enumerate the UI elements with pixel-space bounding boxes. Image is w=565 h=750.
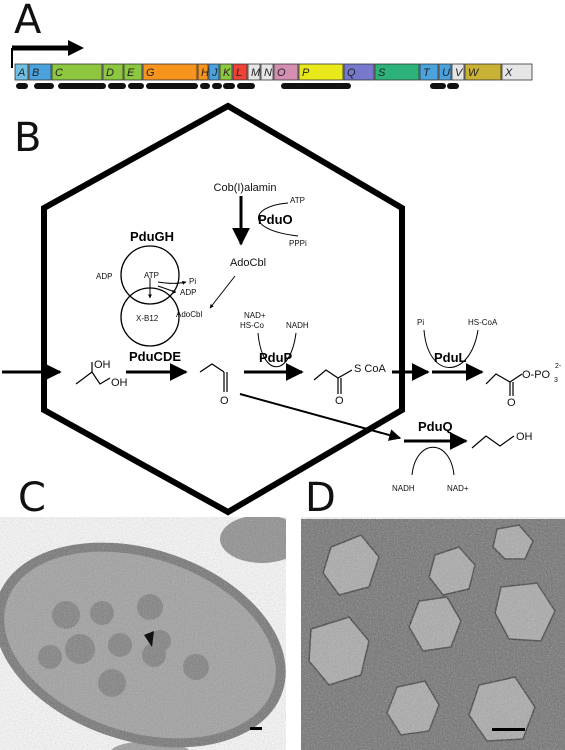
gene-label-n: N xyxy=(264,67,272,79)
gene-box-b xyxy=(28,63,52,81)
gene-box-l xyxy=(232,63,248,81)
gene-box-p xyxy=(298,63,344,81)
adocbl-label: AdoCbl xyxy=(230,257,266,269)
propionaldehyde-o: O xyxy=(220,395,229,407)
atp-cycle-label: ATP xyxy=(144,271,159,280)
pppi-label: PPPi xyxy=(289,239,307,248)
x-b12-label: X-B12 xyxy=(136,314,159,323)
gene-box-c xyxy=(51,63,103,81)
panel-label-d: D xyxy=(305,475,336,521)
promoter-arrow xyxy=(11,40,84,68)
panel-label-a: A xyxy=(14,0,42,43)
cob-i-alamin-label: Cob(I)alamin xyxy=(214,182,277,194)
gene-box-j xyxy=(208,63,220,81)
pi-label: Pi xyxy=(189,277,196,286)
s-coa-label: S CoA xyxy=(354,363,386,375)
gene-label-v: V xyxy=(455,67,464,79)
gene-box-x xyxy=(501,63,533,81)
pduq-reaction: PduQ NADH NAD+ OH xyxy=(239,393,533,493)
gene-label-x: X xyxy=(504,67,513,79)
gene-label-m: M xyxy=(251,67,261,79)
gene-box-k xyxy=(219,63,233,81)
gene-box-g xyxy=(142,63,198,81)
pdul-reaction: Pi HS-CoA PduL O O-PO 3 2- xyxy=(392,318,562,409)
nadh-q-label: NADH xyxy=(392,484,415,493)
propionyl-phosphate-o: O xyxy=(507,397,516,409)
pdugh-cycle: PduGH ADP ATP Pi ADP X-B12 AdoCbl xyxy=(96,229,202,347)
micrograph-d xyxy=(301,517,565,750)
gene-box-s xyxy=(374,63,420,81)
adocbl-cycle-label: AdoCbl xyxy=(176,310,202,319)
gene-label-q: Q xyxy=(347,67,356,79)
propanediol-oh-top: OH xyxy=(94,359,111,371)
gene-box-v xyxy=(451,63,465,81)
gene-label-b: B xyxy=(32,67,39,79)
hs-coa-label: HS-CoA xyxy=(468,318,498,327)
gene-label-j: J xyxy=(211,67,218,79)
gene-box-u xyxy=(438,63,452,81)
gene-label-l: L xyxy=(236,67,242,79)
nad-plus-label: NAD+ xyxy=(244,311,266,320)
gene-box-n xyxy=(260,63,274,81)
gene-label-c: C xyxy=(55,67,63,79)
atp-label: ATP xyxy=(290,196,305,205)
po3-subscript: 3 xyxy=(554,377,558,384)
nad-q-label: NAD+ xyxy=(447,484,469,493)
gene-label-g: G xyxy=(146,67,155,79)
o-po3-label: O-PO xyxy=(522,369,551,381)
adp-left-label: ADP xyxy=(96,272,112,281)
pdul-enzyme-label: PduL xyxy=(434,350,467,365)
gene-label-k: K xyxy=(223,67,231,79)
po3-superscript: 2- xyxy=(555,363,562,370)
gene-box-d xyxy=(102,63,124,81)
gene-label-u: U xyxy=(442,67,450,79)
gene-box-m xyxy=(247,63,261,81)
gene-box-a xyxy=(14,63,29,81)
gene-box-w xyxy=(464,63,502,81)
gene-box-o xyxy=(273,63,299,81)
gene-label-s: S xyxy=(378,67,386,79)
scale-bar-c xyxy=(250,727,262,730)
pducde-reaction: OH OH PduCDE O xyxy=(2,349,229,407)
gene-label-o: O xyxy=(277,67,286,79)
pduo-enzyme-label: PduO xyxy=(258,212,293,227)
pdup-enzyme-label: PduP xyxy=(259,350,293,365)
hs-co-label: HS-Co xyxy=(240,321,265,330)
gene-label-d: D xyxy=(106,67,114,79)
gene-box-e xyxy=(123,63,143,81)
scale-bar-d xyxy=(492,728,525,731)
microcompartment-hexagon xyxy=(41,102,405,516)
pduo-reaction: Cob(I)alamin ATP PduO PPPi AdoCbl xyxy=(209,182,307,309)
propanol-oh: OH xyxy=(516,431,533,443)
nadh-p-label: NADH xyxy=(286,321,309,330)
gene-label-p: P xyxy=(302,67,310,79)
gene-box-t xyxy=(419,63,439,81)
gene-label-h: H xyxy=(201,67,209,79)
pducde-enzyme-label: PduCDE xyxy=(129,349,181,364)
pduq-enzyme-label: PduQ xyxy=(418,419,453,434)
adp-right-label: ADP xyxy=(180,288,196,297)
pi-l-label: Pi xyxy=(417,318,424,327)
propanediol-oh-bottom: OH xyxy=(111,377,128,389)
gene-box-q xyxy=(343,63,375,81)
pdup-reaction: NAD+ HS-Co NADH PduP O S CoA xyxy=(240,311,386,407)
pdugh-enzyme-label: PduGH xyxy=(130,229,174,244)
panel-label-b: B xyxy=(14,115,42,161)
gene-label-w: W xyxy=(468,67,480,79)
propionyl-coa-o: O xyxy=(335,395,344,407)
micrograph-c xyxy=(0,517,286,750)
gene-underline-bars xyxy=(16,83,459,89)
gene-label-e: E xyxy=(127,67,135,79)
gene-label-a: A xyxy=(17,67,25,79)
panel-label-c: C xyxy=(18,475,46,521)
gene-box-h xyxy=(197,63,209,81)
gene-label-t: T xyxy=(423,67,431,79)
